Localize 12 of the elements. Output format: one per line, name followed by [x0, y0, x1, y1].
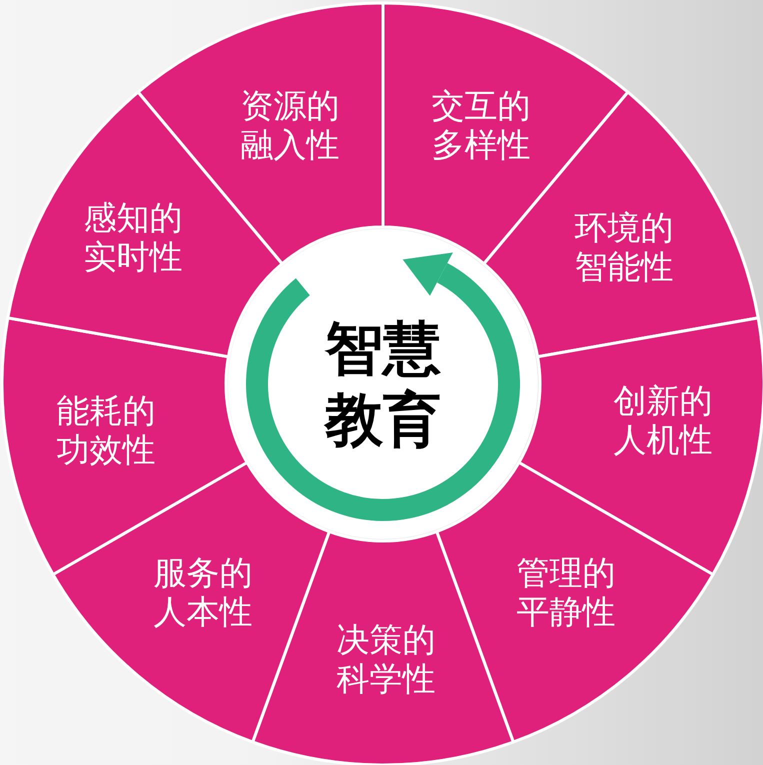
segment-label: 交互的多样性: [430, 87, 532, 165]
segment-label: 资源的融入性: [240, 87, 340, 165]
segment-label: 能耗的功效性: [56, 392, 156, 470]
segment-label: 环境的智能性: [574, 209, 674, 287]
segment-label: 决策的科学性: [336, 621, 436, 699]
segment-label: 感知的实时性: [82, 199, 184, 277]
segment-label: 服务的人本性: [152, 554, 254, 632]
center-title: 智慧教育: [324, 313, 442, 455]
wheel-segment: [434, 460, 715, 745]
wheel-segment: [250, 529, 516, 765]
segment-label: 管理的平静性: [516, 554, 616, 632]
segment-label: 创新的人机性: [612, 382, 714, 460]
